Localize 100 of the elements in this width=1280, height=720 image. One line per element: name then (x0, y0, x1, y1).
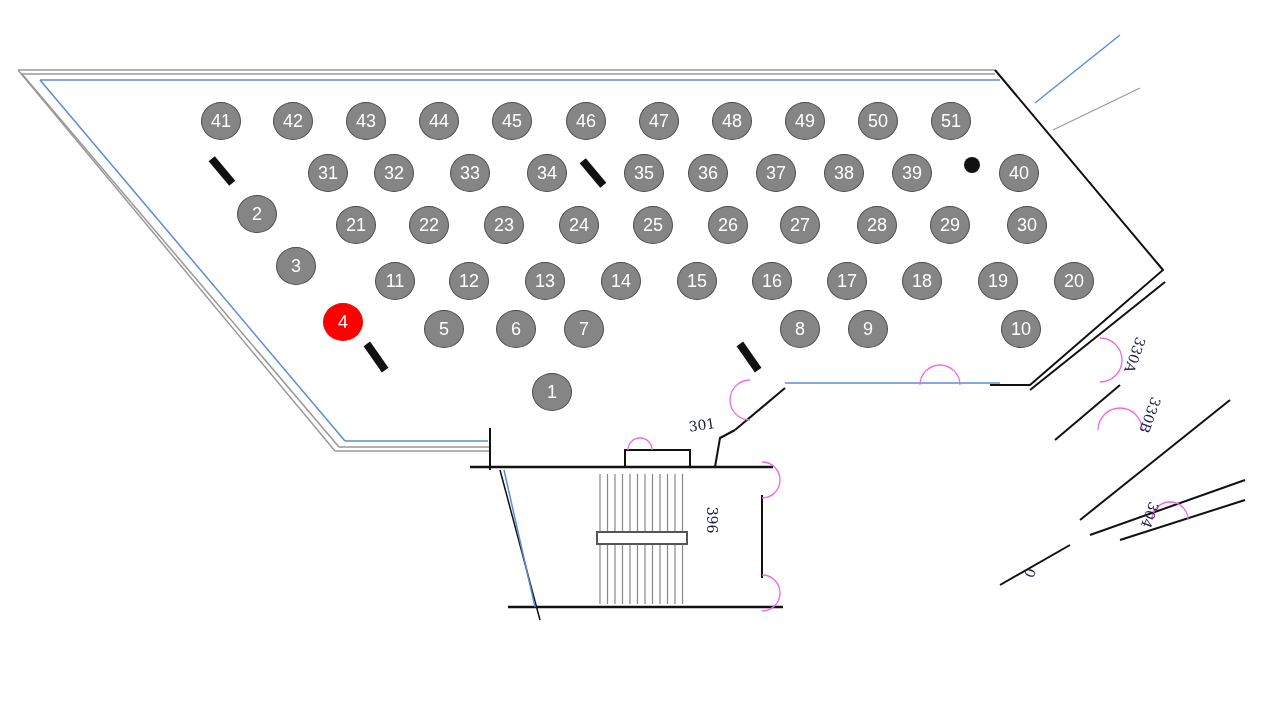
table-circle (624, 154, 664, 192)
table-circle (824, 154, 864, 192)
table-number: 13 (535, 272, 555, 290)
table-number: 25 (643, 216, 663, 234)
table-number: 34 (537, 164, 557, 182)
table-circle (237, 195, 277, 233)
table-number: 31 (318, 164, 338, 182)
table-number: 23 (494, 216, 514, 234)
table-number: 5 (439, 320, 449, 338)
table-circle (273, 102, 313, 140)
table-circle (1007, 206, 1047, 244)
table-circle (374, 154, 414, 192)
table-circle (308, 154, 348, 192)
table-circle (1054, 262, 1094, 300)
table-circle (449, 262, 489, 300)
table-circle (857, 206, 897, 244)
table-number: 16 (762, 272, 782, 290)
table-circle (601, 262, 641, 300)
table-number: 40 (1009, 164, 1029, 182)
table-number: 49 (795, 112, 815, 130)
table-number: 7 (579, 320, 589, 338)
table-circle (708, 206, 748, 244)
table-number: 29 (940, 216, 960, 234)
table-number: 28 (867, 216, 887, 234)
table-number: 9 (863, 320, 873, 338)
table-number: 2 (252, 205, 262, 223)
room-number: 301 (687, 415, 717, 435)
table-number: 6 (511, 320, 521, 338)
table-circle (785, 102, 825, 140)
room-number: 396 (704, 506, 720, 534)
table-number: 3 (291, 257, 301, 275)
table-number: 27 (790, 216, 810, 234)
table-number: 33 (460, 164, 480, 182)
table-circle (527, 154, 567, 192)
table-circle (633, 206, 673, 244)
table-circle (780, 310, 820, 348)
table-number: 50 (868, 112, 888, 130)
table-circle (752, 262, 792, 300)
table-number: 44 (429, 112, 449, 130)
table-circle (848, 310, 888, 348)
table-circle (201, 102, 241, 140)
table-circle (419, 102, 459, 140)
table-number: 47 (649, 112, 669, 130)
table-number: 1 (547, 383, 557, 401)
table-number: 15 (687, 272, 707, 290)
table-circle (688, 154, 728, 192)
table-number: 24 (569, 216, 589, 234)
table-number: 22 (419, 216, 439, 234)
table-number: 19 (988, 272, 1008, 290)
table-circle (276, 247, 316, 285)
highlighted-table-circle (323, 303, 363, 341)
table-circle (780, 206, 820, 244)
table-number: 48 (722, 112, 742, 130)
room-number: 0 (1020, 566, 1040, 580)
table-number: 17 (837, 272, 857, 290)
table-circle (336, 206, 376, 244)
room-number: 330B (1136, 394, 1164, 436)
table-circle (532, 373, 572, 411)
table-circle (564, 310, 604, 348)
table-number: 37 (766, 164, 786, 182)
table-circle (492, 102, 532, 140)
room-number: 330A (1121, 334, 1149, 376)
table-number: 11 (385, 272, 405, 290)
table-circle (756, 154, 796, 192)
table-number: 4 (338, 313, 348, 331)
table-circle (496, 310, 536, 348)
table-number: 8 (795, 320, 805, 338)
room-number: 304 (1137, 499, 1163, 531)
table-number: 12 (459, 272, 479, 290)
table-circle (424, 310, 464, 348)
table-number: 21 (346, 216, 366, 234)
table-circle (346, 102, 386, 140)
table-circle (930, 206, 970, 244)
table-circle (450, 154, 490, 192)
table-number: 20 (1064, 272, 1084, 290)
table-circle (409, 206, 449, 244)
table-circle (931, 102, 971, 140)
table-number: 51 (941, 112, 961, 130)
table-circle (978, 262, 1018, 300)
table-number: 45 (502, 112, 522, 130)
table-number: 46 (576, 112, 596, 130)
table-circle (712, 102, 752, 140)
table-circle (858, 102, 898, 140)
table-number: 43 (356, 112, 376, 130)
table-circle (902, 262, 942, 300)
table-circle (999, 154, 1039, 192)
table-number: 35 (634, 164, 654, 182)
table-circle (677, 262, 717, 300)
table-circle (484, 206, 524, 244)
table-number: 42 (283, 112, 303, 130)
table-circle (827, 262, 867, 300)
table-circle (566, 102, 606, 140)
table-circle (525, 262, 565, 300)
table-circle (639, 102, 679, 140)
table-number: 26 (718, 216, 738, 234)
table-number: 39 (902, 164, 922, 182)
table-number: 38 (834, 164, 854, 182)
table-number: 10 (1011, 320, 1031, 338)
table-circle (375, 262, 415, 300)
table-number: 30 (1017, 216, 1037, 234)
